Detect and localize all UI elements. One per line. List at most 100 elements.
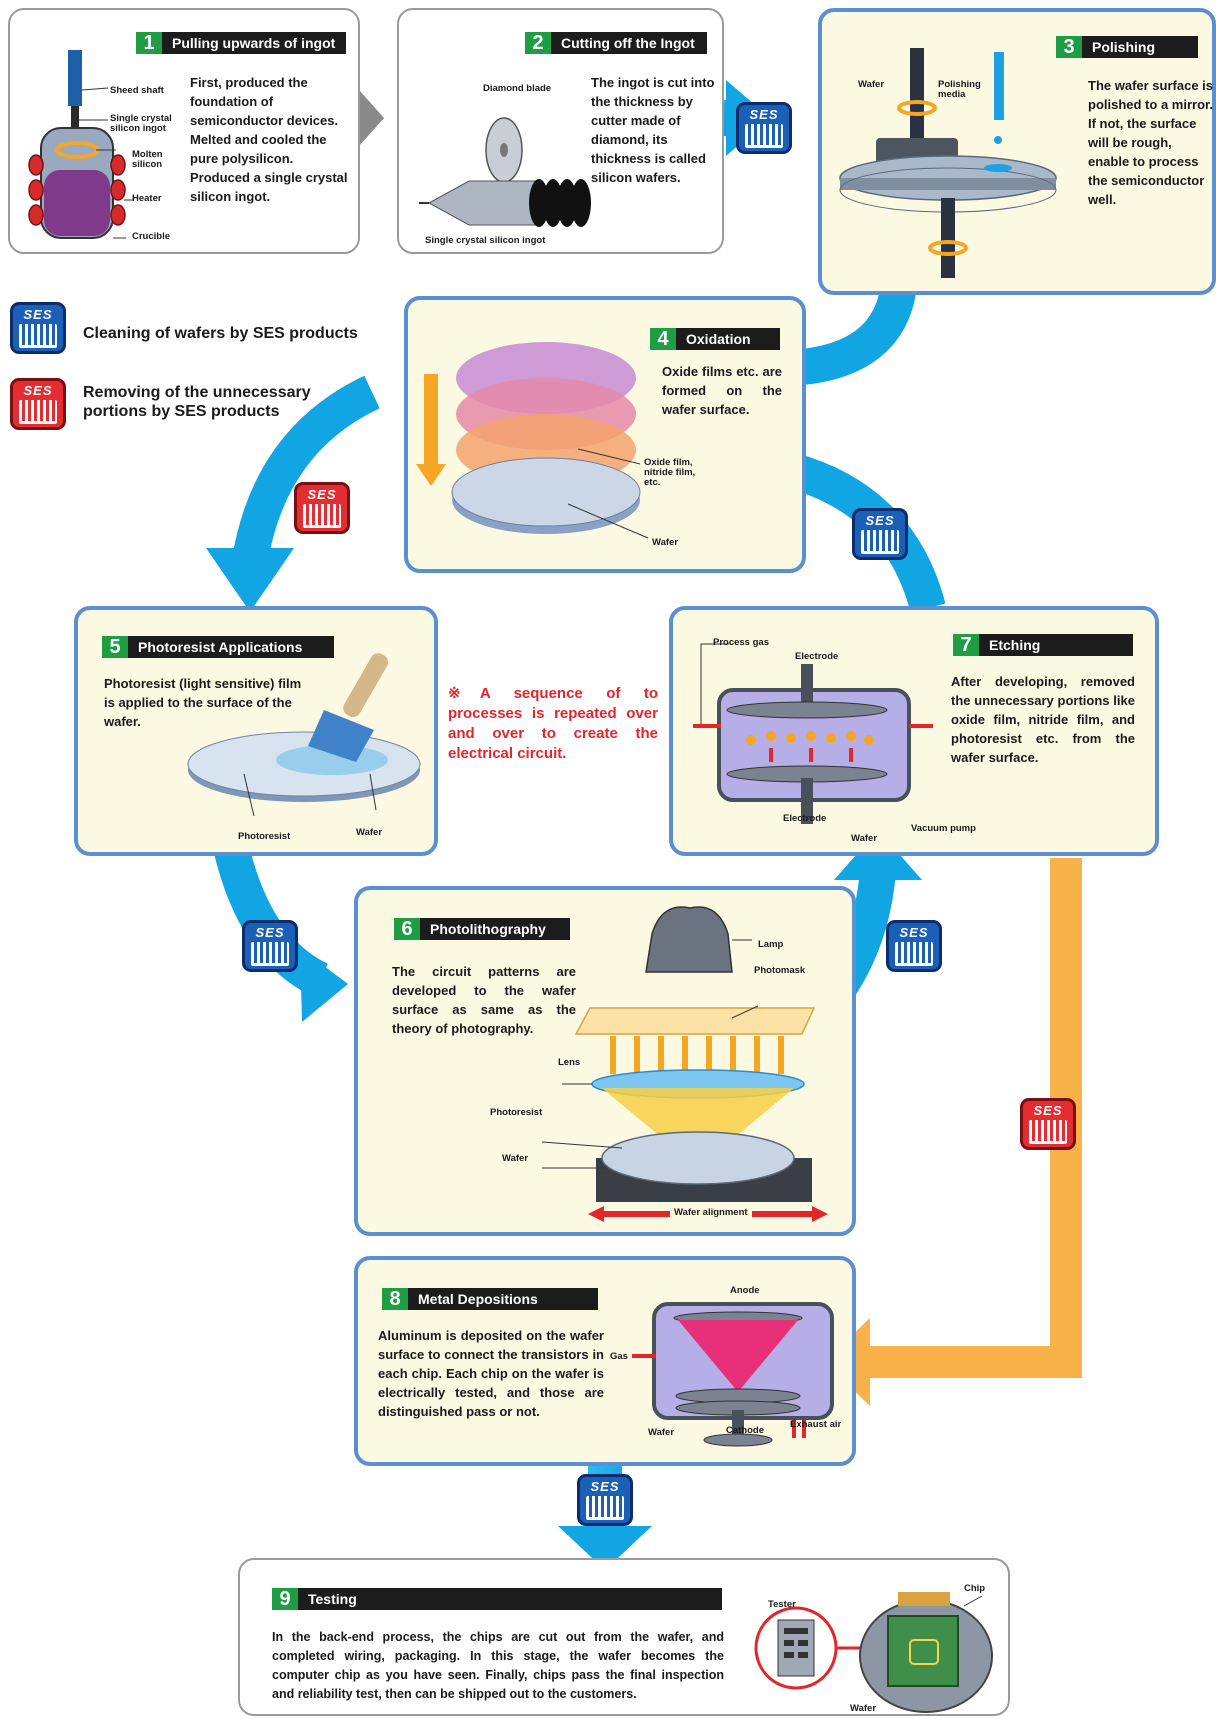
basket-icon (895, 942, 933, 966)
label-wafer-polish: Wafer (858, 79, 885, 90)
step9-title-text: Testing (298, 1588, 722, 1610)
label-electrode-top: Electrode (795, 651, 839, 662)
label-sheed-shaft: Sheed shaft (110, 85, 164, 96)
oxidation-layers-illustration (416, 342, 649, 539)
step4-title: 4 Oxidation (650, 328, 780, 350)
step7-to-step8-removing-badge-icon: SES (1020, 1098, 1076, 1150)
basket-icon (19, 400, 57, 424)
step1-number: 1 (136, 32, 162, 54)
step7-number: 7 (953, 634, 979, 656)
photolithography-illustration (541, 906, 816, 1202)
polisher-illustration (839, 48, 1057, 278)
metal-deposition-chamber-illustration (632, 1302, 834, 1447)
badge-text: SES (307, 487, 337, 502)
label-wafer-7: Wafer (851, 833, 878, 844)
basket-icon (251, 942, 289, 966)
label-wafer-6: Wafer (502, 1153, 529, 1164)
step6-number: 6 (394, 918, 420, 940)
label-chip: Chip (964, 1583, 986, 1594)
step6-panel: 6 Photolithography The circuit patterns … (354, 886, 856, 1236)
label-anode: Anode (730, 1285, 760, 1296)
step2-description: The ingot is cut into the thickness by c… (591, 75, 715, 185)
label-cathode: Cathode (726, 1425, 764, 1436)
step1-title: 1 Pulling upwards of ingot (136, 32, 346, 54)
step5-title-text: Photoresist Applications (128, 636, 334, 658)
step6-description: The circuit patterns are developed to th… (392, 964, 576, 1036)
step4-title-text: Oxidation (676, 328, 780, 350)
step2-to-step3-cleaning-badge-icon: SES (736, 102, 792, 154)
badge-text: SES (255, 925, 285, 940)
step8-title: 8 Metal Depositions (382, 1288, 598, 1310)
step5-panel: 5 Photoresist Applications Photoresist (… (74, 606, 438, 856)
step1-title-text: Pulling upwards of ingot (162, 32, 346, 54)
step5-number: 5 (102, 636, 128, 658)
label-heater: Heater (132, 193, 162, 204)
label-electrode-bottom: Electrode (783, 813, 827, 824)
step3-title-text: Polishing (1082, 36, 1198, 58)
repeat-note: ※A sequence of to processes is repeated … (448, 685, 658, 762)
label-wafer-9: Wafer (850, 1703, 877, 1714)
label-crucible: Crucible (132, 231, 171, 242)
step4-panel: 4 Oxidation Oxide films etc. are formed … (404, 296, 806, 573)
step6-to-step7-cleaning-badge-icon: SES (886, 920, 942, 972)
step8-panel: 8 Metal Depositions Aluminum is deposite… (354, 1256, 856, 1466)
step4-number: 4 (650, 328, 676, 350)
arrow-step4-to-step5 (232, 375, 380, 564)
basket-icon (586, 1496, 624, 1520)
legend-cleaning-badge-icon: SES (10, 302, 66, 354)
arrow-head-step5 (206, 548, 294, 612)
step1-description: First, produced the foundation of semico… (190, 75, 348, 204)
step4-description: Oxide films etc. are formed on the wafer… (662, 364, 782, 417)
step5-to-step6-cleaning-badge-icon: SES (242, 920, 298, 972)
arrow-head-step6 (300, 948, 348, 1022)
badge-text: SES (749, 107, 779, 122)
step6-title: 6 Photolithography (394, 918, 570, 940)
label-wafer-oxidation: Wafer (652, 537, 679, 548)
badge-text: SES (1033, 1103, 1063, 1118)
step8-description: Aluminum is deposited on the wafer surfa… (378, 1328, 604, 1419)
basket-icon (745, 124, 783, 148)
step7-panel: 7 Etching After developing, removed the … (669, 606, 1159, 856)
step7-title-text: Etching (979, 634, 1133, 656)
ingot-puller-illustration (28, 50, 134, 239)
step6-title-text: Photolithography (420, 918, 570, 940)
legend-cleaning-text: Cleaning of wafers by SES products (83, 325, 358, 342)
label-photoresist-5: Photoresist (238, 831, 291, 842)
step8-title-text: Metal Depositions (408, 1288, 598, 1310)
step3-description: The wafer surface is polished to a mirro… (1088, 78, 1213, 207)
step7-title: 7 Etching (953, 634, 1133, 656)
label-single-crystal-ingot: Single crystal silicon ingot (110, 113, 172, 134)
label-polishing-media: Polishing media (938, 79, 981, 100)
basket-icon (19, 324, 57, 348)
etching-chamber-illustration (693, 643, 933, 824)
label-photomask: Photomask (754, 965, 806, 976)
badge-text: SES (865, 513, 895, 528)
basket-icon (303, 504, 341, 528)
step9-panel: 9 Testing In the back-end process, the c… (238, 1558, 1010, 1716)
label-oxide-film: Oxide film, nitride film, etc. (644, 457, 696, 488)
step9-title: 9 Testing (272, 1588, 722, 1610)
photoresist-brush-illustration (187, 653, 421, 817)
step2-number: 2 (525, 32, 551, 54)
step5-description: Photoresist (light sensitive) film is ap… (104, 676, 302, 729)
step3-panel: 3 Polishing The wafer surface is polishe… (818, 8, 1216, 295)
label-single-crystal-ingot-2: Single crystal silicon ingot (425, 235, 546, 246)
label-wafer-5: Wafer (356, 827, 383, 838)
step3-title: 3 Polishing (1056, 36, 1198, 58)
label-process-gas: Process gas (713, 637, 769, 648)
step5-title: 5 Photoresist Applications (102, 636, 334, 658)
basket-icon (861, 530, 899, 554)
label-lens: Lens (558, 1057, 581, 1068)
legend-removing-text: Removing of the unnecessary portions by … (83, 384, 311, 420)
label-lamp: Lamp (758, 939, 784, 950)
step2-panel: 2 Cutting off the Ingot The ingot is cut… (397, 8, 724, 254)
label-diamond-blade: Diamond blade (483, 83, 552, 94)
step2-title-text: Cutting off the Ingot (551, 32, 707, 54)
label-wafer-alignment: Wafer alignment (670, 1208, 752, 1218)
tester-chip-illustration (754, 1592, 993, 1713)
step1-panel: 1 Pulling upwards of ingot First, produc… (8, 8, 360, 254)
step8-number: 8 (382, 1288, 408, 1310)
badge-text: SES (590, 1479, 620, 1494)
basket-icon (1029, 1120, 1067, 1144)
